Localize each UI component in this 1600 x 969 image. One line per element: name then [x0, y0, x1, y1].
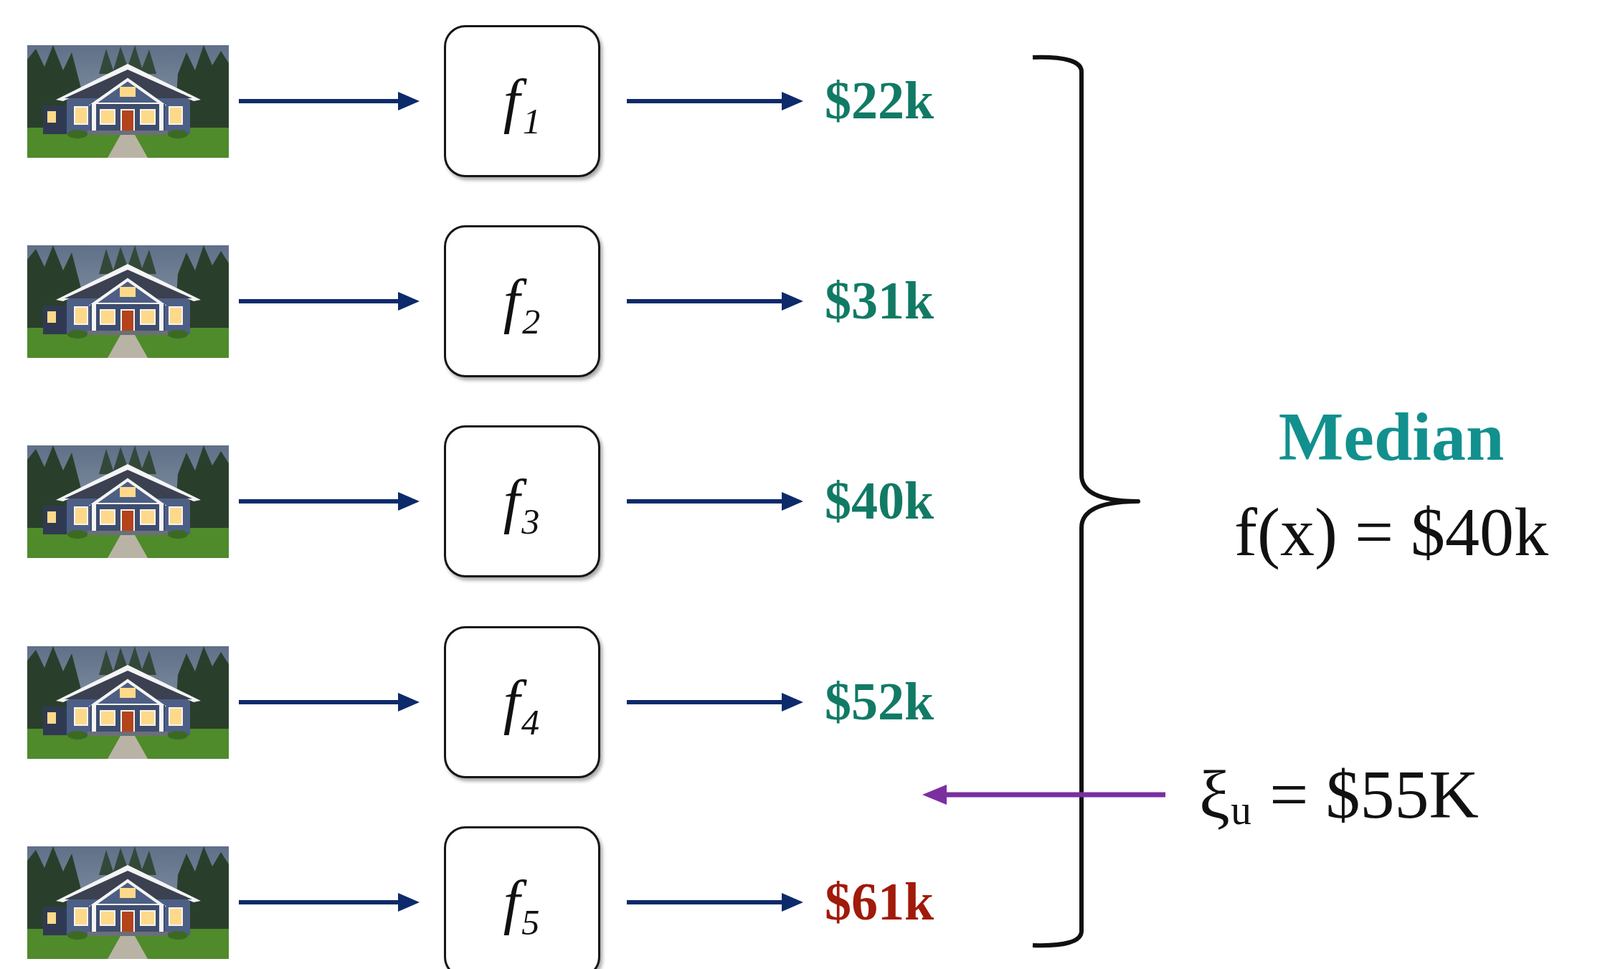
price-value: $40k: [824, 470, 934, 532]
threshold-arrow-head: [922, 784, 947, 805]
curly-bracket: [1032, 57, 1139, 946]
house-photo: [27, 646, 229, 759]
arrow-head: [398, 892, 420, 912]
model-label: f₅: [503, 869, 542, 936]
model-box: f₅: [443, 826, 601, 969]
aggregate-formula: f(x) = $40k: [1234, 492, 1549, 572]
arrow-head: [398, 692, 420, 712]
arrow-head: [398, 491, 420, 511]
model-label: f₁: [503, 68, 542, 135]
price-value: $52k: [824, 671, 934, 733]
house-photo: [27, 45, 229, 158]
house-photo: [27, 445, 229, 558]
arrow-line: [238, 699, 401, 705]
threshold-formula: ξᵤ = $55K: [1199, 755, 1479, 835]
arrow-line: [626, 699, 784, 705]
arrow-line: [238, 98, 401, 104]
aggregate-title: Median: [1278, 397, 1505, 477]
arrow-line: [238, 499, 401, 504]
house-photo: [27, 245, 229, 358]
arrow-line: [238, 900, 401, 905]
model-box: f₁: [443, 25, 601, 178]
arrow-line: [238, 299, 401, 304]
arrow-head: [398, 291, 420, 311]
arrow-head: [781, 892, 804, 912]
threshold-arrow-line: [943, 792, 1166, 798]
model-box: f₃: [443, 425, 601, 578]
price-value: $22k: [824, 70, 934, 132]
arrow-head: [781, 692, 804, 712]
model-label: f₄: [503, 669, 542, 736]
house-photo: [27, 846, 229, 959]
arrow-head: [781, 291, 804, 311]
arrow-line: [626, 900, 784, 905]
arrow-head: [781, 91, 804, 111]
model-label: f₂: [503, 268, 542, 335]
price-value: $61k: [824, 871, 934, 933]
model-box: f₂: [443, 225, 601, 378]
model-box: f₄: [443, 626, 601, 779]
arrow-line: [626, 499, 784, 504]
arrow-head: [781, 491, 804, 511]
arrow-line: [626, 299, 784, 304]
arrow-line: [626, 98, 784, 104]
price-value: $31k: [824, 270, 934, 332]
model-label: f₃: [503, 468, 542, 535]
arrow-head: [398, 91, 420, 111]
